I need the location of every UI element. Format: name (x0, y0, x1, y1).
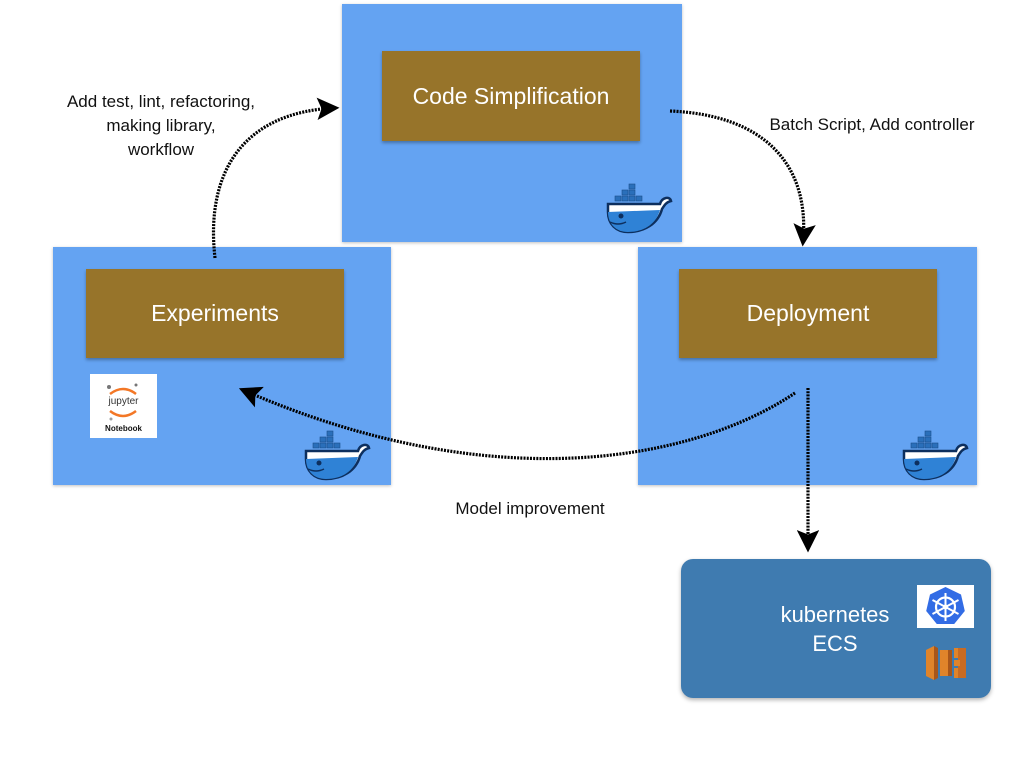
aws-ecs-icon (926, 646, 966, 680)
target-ecs: ECS (812, 631, 858, 656)
code-simplification-box: Code Simplification (382, 51, 640, 141)
docker-whale-icon (304, 430, 371, 481)
experiments-box: Experiments (86, 269, 344, 358)
jupyter-wordmark: jupyter (108, 396, 139, 407)
note-to-code-line-1: Add test, lint, refactoring, (66, 92, 256, 111)
target-label: kubernetes ECS (760, 600, 910, 658)
jupyter-notebook-icon: jupyter Notebook (90, 374, 157, 438)
deployment-box: Deployment (679, 269, 937, 358)
deployment-target-box (681, 559, 991, 698)
target-kubernetes: kubernetes (780, 602, 890, 627)
arrow-deployment-to-experiments (238, 386, 796, 461)
note-to-code-line-2: making library, (106, 116, 216, 135)
kubernetes-icon (917, 585, 974, 628)
docker-whale-icon (606, 183, 673, 234)
arrow-experiments-to-code (211, 97, 340, 259)
jupyter-notebook-caption: Notebook (105, 424, 142, 433)
arrow-code-to-deployment (669, 109, 816, 247)
note-to-deploy: Batch Script, Add controller (769, 115, 975, 134)
docker-whale-icon (902, 430, 969, 481)
note-to-code: Add test, lint, refactoring, making libr… (48, 90, 274, 162)
note-feedback: Model improvement (455, 499, 605, 518)
note-to-code-line-3: workflow (127, 140, 195, 159)
